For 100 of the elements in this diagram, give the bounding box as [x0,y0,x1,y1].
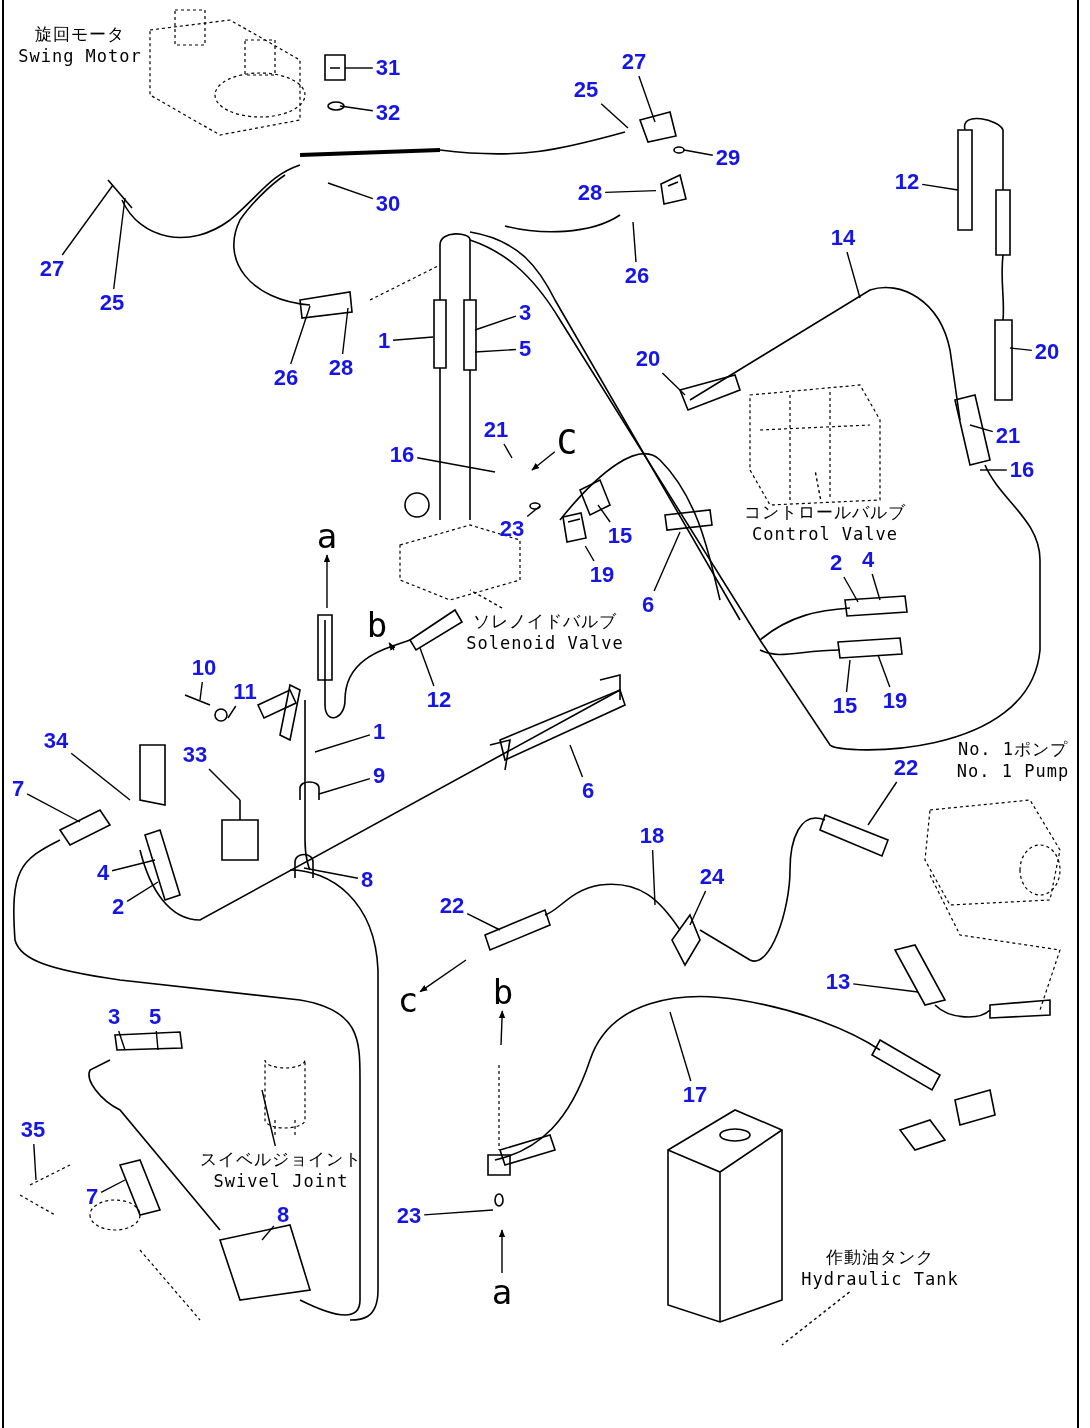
leader-line [474,315,517,331]
leader-line [503,443,513,459]
connection-letter: a [316,519,338,553]
callout-number: 20 [634,347,662,371]
leader-line [669,1011,692,1082]
leader-line [604,189,657,194]
callout-number: 28 [576,181,604,205]
callout-number: 11 [232,680,258,704]
leader-line [208,768,241,801]
connection-letter: b [366,608,388,642]
callout-number: 30 [374,192,402,216]
leader-line [584,545,595,562]
callout-number: 35 [19,1118,47,1142]
leader-line [653,531,681,592]
callout-number: 10 [190,656,218,680]
leader-line [113,197,126,290]
leader-line [314,734,371,753]
leader-line [600,103,629,129]
part-label: Control Valve [750,523,900,545]
callout-number: 33 [181,743,209,767]
leader-line [33,1143,37,1181]
callout-number: 16 [388,443,416,467]
leader-line [569,744,584,778]
arrow [419,959,467,993]
leader-line [867,781,898,826]
callout-number: 9 [371,764,387,788]
leader-line [843,576,859,603]
leader-line [419,647,435,687]
leader-line [416,457,496,473]
leader-line [339,105,374,112]
leader-line [466,912,501,931]
callout-number: 4 [95,861,111,885]
callout-number: 22 [438,894,466,918]
leader-line [661,372,686,396]
callout-number: 5 [147,1005,163,1029]
leader-line [474,348,517,353]
leader-line [111,859,156,872]
callout-number: 21 [994,424,1022,448]
leader-line [392,336,434,341]
callout-number: 8 [275,1203,291,1227]
arrow [498,1229,506,1274]
callout-number: 3 [106,1005,122,1029]
part-label: コントロールバルブ [744,501,906,523]
leader-line [638,75,656,123]
callout-number: 28 [327,356,355,380]
leader-line [852,983,919,993]
leader-line [290,305,311,365]
part-label: No. 1 Pump [956,760,1070,782]
connection-letter: c [397,983,419,1017]
callout-number: 26 [272,366,300,390]
part-label: No. 1ポンプ [956,738,1070,760]
callout-number: 27 [38,257,66,281]
part-label: Solenoid Valve [466,632,624,654]
leader-line [318,778,371,795]
leader-line [689,890,707,926]
callout-number: 24 [698,865,726,889]
leader-line [814,469,822,500]
part-label: 作動油タンク [825,1246,935,1268]
callout-number: 1 [376,329,392,353]
callout-number: 12 [425,688,453,712]
callout-number: 20 [1033,340,1061,364]
callout-number: 23 [498,517,526,541]
leader-line [344,67,374,69]
leader-line [126,881,159,902]
arrow [531,451,556,471]
hose-fitting-icon [562,512,588,544]
leader-line [845,659,851,693]
leader-line [118,1030,126,1051]
connection-letter: a [491,1275,513,1309]
callout-number: 6 [640,593,656,617]
leader-line [341,307,349,355]
part-label: Swivel Joint [212,1170,350,1192]
callout-number: 27 [620,50,648,74]
callout-number: 17 [681,1083,709,1107]
leader-line [683,149,714,156]
leader-line [199,681,203,701]
callout-number: 1 [371,720,387,744]
connection-letter: b [492,975,514,1009]
callout-number: 25 [572,78,600,102]
leader-line [651,849,656,906]
leader-line [227,705,237,719]
part-label: Hydraulic Tank [801,1268,959,1290]
leader-line [969,424,994,433]
connection-letter: C [556,425,578,459]
leader-line [846,251,861,299]
leader-line [632,221,637,263]
leader-line [526,505,541,518]
callout-number: 7 [10,777,26,801]
leader-line [1009,347,1033,352]
arrow [323,554,331,609]
leader-line [70,752,131,801]
callout-number: 7 [84,1185,100,1209]
part-label: ソレノイドバルブ [472,610,618,632]
callout-number: 31 [374,56,402,80]
leader-line [261,1225,275,1241]
part-label: Swing Motor [18,45,142,67]
callout-number: 18 [638,824,666,848]
leader-line [469,589,503,609]
arrow [498,1010,506,1046]
leader-line [155,1030,159,1051]
